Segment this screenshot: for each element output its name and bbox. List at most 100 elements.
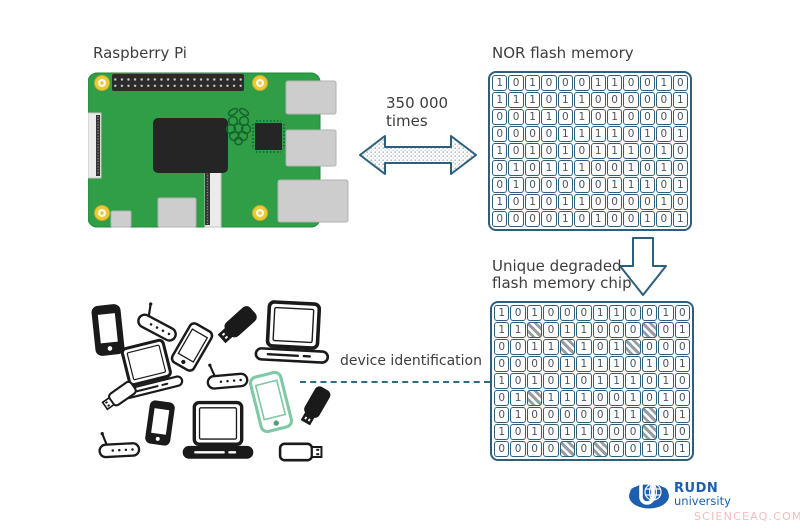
bit-cell: 1 [608, 373, 625, 389]
usb-drive-icon [215, 304, 259, 346]
bit-cell: 0 [574, 75, 590, 91]
bit-cell: 0 [672, 143, 688, 159]
bit-cell: 0 [524, 211, 541, 227]
bit-cell: 0 [639, 75, 656, 91]
bit-cell: 0 [559, 407, 576, 423]
bit-cell: 1 [559, 424, 576, 440]
bit-cell: 1 [576, 424, 592, 440]
bit-cell: 0 [625, 424, 641, 440]
degraded-bit-cell [559, 339, 576, 355]
bit-cell: 1 [557, 211, 574, 227]
bit-cell: 1 [574, 92, 590, 108]
camera-connector [88, 112, 102, 179]
bit-cell: 1 [508, 92, 524, 108]
devices-cluster [91, 299, 333, 462]
bit-cell: 0 [557, 177, 574, 193]
site-watermark: SCIENCEAQ.COM [694, 510, 800, 523]
smartphone-icon [144, 399, 176, 447]
bit-cell: 0 [510, 339, 526, 355]
bit-cell: 1 [543, 339, 559, 355]
bit-cell: 0 [592, 322, 608, 338]
bit-cell: 1 [674, 441, 690, 457]
bit-cell: 0 [524, 126, 541, 142]
nor-flash-label: NOR flash memory [492, 44, 634, 62]
rudn-logo-icon [629, 482, 669, 509]
device-identification-label: device identification [340, 353, 482, 369]
bit-cell: 0 [623, 109, 639, 125]
bit-cell: 1 [559, 373, 576, 389]
bit-cell: 1 [606, 177, 623, 193]
bit-cell: 0 [641, 339, 658, 355]
bit-cell: 1 [494, 373, 510, 389]
bit-cell: 0 [494, 407, 510, 423]
bit-cell: 0 [623, 211, 639, 227]
bit-cell: 0 [656, 126, 672, 142]
bit-cell: 0 [623, 75, 639, 91]
bit-cell: 1 [592, 373, 608, 389]
bit-cell: 0 [606, 194, 623, 210]
bit-cell: 0 [543, 305, 559, 321]
bit-cell: 0 [674, 305, 690, 321]
bit-cell: 1 [608, 356, 625, 372]
double-arrow-icon [359, 135, 477, 175]
bit-cell: 0 [557, 109, 574, 125]
bit-cell: 0 [625, 322, 641, 338]
bit-cell: 0 [606, 160, 623, 176]
bit-cell: 0 [492, 126, 508, 142]
router-icon [97, 428, 141, 459]
bit-cell: 0 [510, 305, 526, 321]
degraded-bit-cell [592, 441, 608, 457]
usb-drive-icon [99, 379, 139, 413]
bit-cell: 0 [606, 92, 623, 108]
bit-cell: 1 [674, 356, 690, 372]
bit-cell: 0 [494, 441, 510, 457]
bit-cell: 0 [590, 177, 606, 193]
bit-cell: 1 [639, 211, 656, 227]
bit-cell: 0 [658, 339, 674, 355]
write-cycles-label: 350 000 times [386, 94, 449, 130]
bit-cell: 0 [672, 160, 688, 176]
bit-cell: 0 [623, 194, 639, 210]
bit-cell: 1 [576, 356, 592, 372]
bit-cell: 0 [672, 109, 688, 125]
usb-drive-icon [278, 442, 323, 462]
bit-cell: 1 [557, 126, 574, 142]
bit-cell: 0 [639, 143, 656, 159]
bit-cell: 1 [526, 373, 543, 389]
bit-cell: 1 [656, 143, 672, 159]
bit-cell: 1 [625, 407, 641, 423]
bit-cell: 0 [625, 441, 641, 457]
bit-cell: 1 [492, 143, 508, 159]
bit-cell: 1 [557, 92, 574, 108]
down-arrow-icon [619, 237, 667, 296]
bit-cell: 0 [608, 441, 625, 457]
bit-cell: 1 [623, 177, 639, 193]
degraded-bit-cell [526, 390, 543, 406]
bit-cell: 0 [508, 143, 524, 159]
bit-cell: 0 [590, 160, 606, 176]
bit-cell: 1 [576, 390, 592, 406]
bit-cell: 0 [639, 194, 656, 210]
bit-cell: 1 [623, 143, 639, 159]
bit-cell: 0 [674, 373, 690, 389]
bit-cell: 0 [494, 339, 510, 355]
bit-cell: 1 [524, 92, 541, 108]
bit-cell: 1 [592, 356, 608, 372]
bit-cell: 0 [658, 407, 674, 423]
bit-cell: 0 [543, 322, 559, 338]
bit-cell: 1 [541, 109, 557, 125]
bit-cell: 0 [656, 109, 672, 125]
bit-cell: 1 [625, 390, 641, 406]
bit-cell: 0 [492, 211, 508, 227]
smartphone-icon [168, 320, 216, 374]
bit-cell: 1 [557, 143, 574, 159]
bit-cell: 1 [656, 75, 672, 91]
bit-cell: 1 [625, 373, 641, 389]
degraded-bit-cell [526, 322, 543, 338]
bit-cell: 1 [524, 109, 541, 125]
bit-cell: 0 [508, 109, 524, 125]
bit-cell: 0 [656, 92, 672, 108]
bit-cell: 1 [658, 373, 674, 389]
bit-cell: 0 [543, 356, 559, 372]
bit-cell: 1 [672, 126, 688, 142]
